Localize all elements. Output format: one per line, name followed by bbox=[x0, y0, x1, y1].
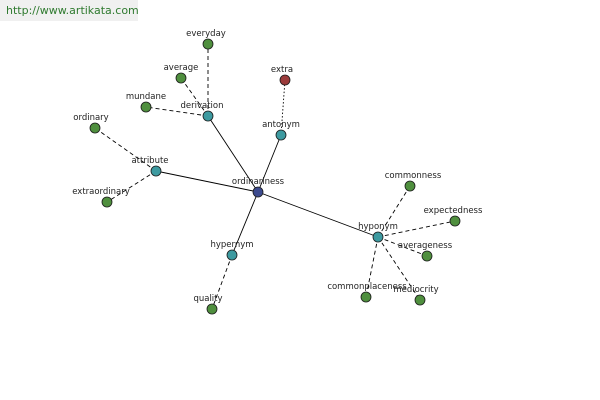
center-node-ordinariness-label: ordinariness bbox=[232, 177, 285, 187]
word-node-ordinary-label: ordinary bbox=[73, 113, 108, 123]
edge-center-derivation bbox=[207, 115, 259, 193]
word-node-mundane-circle[interactable] bbox=[140, 101, 152, 113]
relation-node-derivation-label: derivation bbox=[180, 101, 223, 111]
edge-hyponym-commonplaceness bbox=[365, 236, 379, 298]
word-node-expectedness-label: expectedness bbox=[424, 206, 483, 216]
word-node-average-label: average bbox=[164, 63, 199, 73]
word-node-averageness-circle[interactable] bbox=[421, 250, 433, 262]
relation-node-antonym-label: antonym bbox=[262, 120, 300, 130]
relation-node-hyponym-circle[interactable] bbox=[372, 231, 384, 243]
center-node-ordinariness-circle[interactable] bbox=[252, 186, 264, 198]
word-node-expectedness[interactable]: expectedness bbox=[424, 206, 483, 227]
edge-center-antonym bbox=[257, 134, 282, 193]
word-node-ordinary-circle[interactable] bbox=[89, 122, 101, 134]
edge-hyponym-commonness bbox=[377, 185, 411, 238]
relation-node-attribute-label: attribute bbox=[131, 156, 168, 166]
relation-node-hypernym[interactable]: hypernym bbox=[210, 240, 254, 261]
edge-center-hyponym bbox=[257, 191, 379, 238]
edge-center-attribute bbox=[155, 170, 259, 193]
word-node-everyday-circle[interactable] bbox=[202, 38, 214, 50]
word-node-expectedness-circle[interactable] bbox=[449, 215, 461, 227]
edge-hyponym-expectedness bbox=[377, 220, 456, 238]
edge-antonym-extra bbox=[280, 79, 286, 136]
word-node-ordinary[interactable]: ordinary bbox=[73, 113, 109, 134]
edge-center-hypernym bbox=[231, 191, 259, 256]
relation-node-hyponym-label: hyponym bbox=[358, 222, 398, 232]
word-node-average[interactable]: average bbox=[164, 63, 199, 84]
word-node-everyday-label: everyday bbox=[186, 29, 226, 39]
relation-node-hyponym[interactable]: hyponym bbox=[358, 222, 398, 243]
edge-attribute-ordinary bbox=[94, 127, 157, 172]
relation-node-hypernym-circle[interactable] bbox=[226, 249, 238, 261]
relation-node-attribute[interactable]: attribute bbox=[131, 156, 169, 177]
relation-node-antonym[interactable]: antonym bbox=[262, 120, 300, 141]
word-node-mundane[interactable]: mundane bbox=[126, 92, 166, 113]
word-node-average-circle[interactable] bbox=[175, 72, 187, 84]
word-node-commonplaceness-label: commonplaceness bbox=[327, 282, 407, 292]
word-node-extraordinary-circle[interactable] bbox=[101, 196, 113, 208]
url-banner: http://www.artikata.com bbox=[0, 0, 139, 21]
relation-node-derivation-circle[interactable] bbox=[202, 110, 214, 122]
word-node-commonness[interactable]: commonness bbox=[385, 171, 442, 192]
word-node-commonplaceness-circle[interactable] bbox=[360, 291, 372, 303]
relation-node-attribute-circle[interactable] bbox=[150, 165, 162, 177]
word-node-mediocrity[interactable]: mediocrity bbox=[393, 285, 439, 306]
graph-edges bbox=[94, 44, 456, 310]
edge-derivation-average bbox=[180, 77, 209, 117]
word-node-averageness-label: averageness bbox=[398, 241, 453, 251]
word-node-averageness[interactable]: averageness bbox=[398, 241, 453, 262]
word-node-extra-label: extra bbox=[271, 65, 293, 75]
site-url-link[interactable]: http://www.artikata.com bbox=[6, 4, 139, 17]
word-node-commonplaceness[interactable]: commonplaceness bbox=[327, 282, 407, 303]
word-node-quality-label: quality bbox=[193, 294, 222, 304]
relation-node-antonym-circle[interactable] bbox=[275, 129, 287, 141]
word-node-mediocrity-label: mediocrity bbox=[393, 285, 438, 295]
relation-node-derivation[interactable]: derivation bbox=[180, 101, 224, 122]
word-node-quality[interactable]: quality bbox=[193, 294, 223, 315]
word-node-commonness-label: commonness bbox=[385, 171, 442, 181]
word-node-extra-circle[interactable] bbox=[279, 74, 291, 86]
relation-node-hypernym-label: hypernym bbox=[210, 240, 253, 250]
edge-hyponym-mediocrity bbox=[377, 236, 421, 301]
word-node-quality-circle[interactable] bbox=[206, 303, 218, 315]
word-node-everyday[interactable]: everyday bbox=[186, 29, 226, 50]
word-node-mediocrity-circle[interactable] bbox=[414, 294, 426, 306]
graph-nodes: everydayaveragemundaneextraordinaryextra… bbox=[72, 29, 483, 315]
center-node-ordinariness[interactable]: ordinariness bbox=[232, 177, 285, 198]
edge-derivation-mundane bbox=[145, 106, 209, 117]
word-node-extra[interactable]: extra bbox=[271, 65, 293, 86]
word-node-extraordinary-label: extraordinary bbox=[72, 187, 130, 197]
edge-hyponym-averageness bbox=[377, 236, 428, 257]
edge-hypernym-quality bbox=[211, 254, 233, 310]
edge-attribute-extraordinary bbox=[106, 170, 157, 203]
word-node-commonness-circle[interactable] bbox=[404, 180, 416, 192]
word-node-extraordinary[interactable]: extraordinary bbox=[72, 187, 130, 208]
word-node-mundane-label: mundane bbox=[126, 92, 166, 102]
